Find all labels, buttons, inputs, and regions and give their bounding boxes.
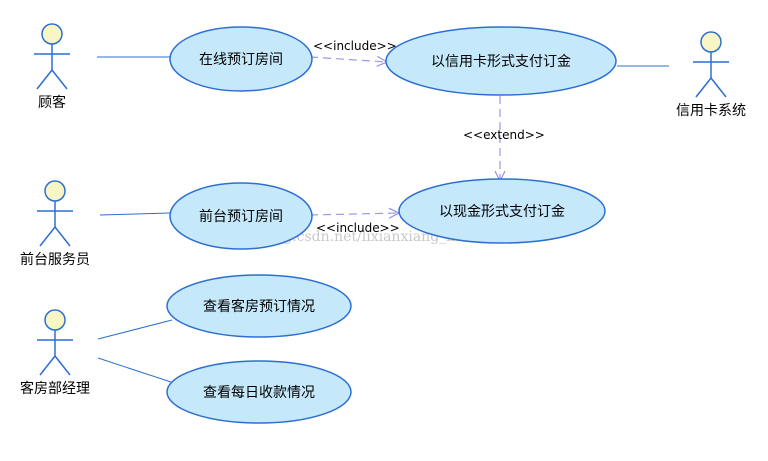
actor-customer[interactable]: 顾客: [34, 23, 70, 111]
association-manager-view-bookings: [97, 319, 173, 340]
include-label-mid: <<include>>: [316, 221, 400, 235]
association-manager-view-income: [97, 357, 175, 384]
actor-room-manager-label: 客房部经理: [20, 380, 90, 397]
actor-front-desk-figure-icon: [37, 180, 73, 247]
use-case-pay-cash-label: 以现金形式支付订金: [439, 204, 565, 220]
use-case-front-booking-label: 前台预订房间: [199, 208, 283, 225]
use-case-online-booking[interactable]: 在线预订房间: [169, 26, 313, 92]
include-label-top: <<include>>: [313, 39, 397, 53]
actor-credit-system-label: 信用卡系统: [676, 103, 746, 119]
associations: [97, 56, 669, 384]
include-arrow-mid: [309, 213, 399, 215]
use-case-pay-credit[interactable]: 以信用卡形式支付订金: [385, 26, 617, 96]
use-case-online-booking-label: 在线预订房间: [199, 52, 283, 68]
include-arrow-top: [309, 57, 387, 62]
dependencies: [309, 57, 500, 215]
actor-room-manager-figure-icon: [37, 309, 73, 376]
use-case-view-income[interactable]: 查看每日收款情况: [166, 360, 352, 424]
actor-credit-system[interactable]: 信用卡系统: [676, 31, 746, 119]
actor-customer-label: 顾客: [38, 94, 66, 111]
use-case-pay-cash[interactable]: 以现金形式支付订金: [398, 178, 606, 244]
use-case-front-booking[interactable]: 前台预订房间: [169, 182, 313, 250]
association-front-desk-front-booking: [99, 212, 171, 216]
use-case-pay-credit-label: 以信用卡形式支付订金: [431, 54, 571, 70]
use-case-view-income-label: 查看每日收款情况: [203, 385, 315, 401]
actor-credit-system-figure-icon: [693, 31, 729, 98]
actor-customer-figure-icon: [34, 23, 70, 90]
actor-front-desk-label: 前台服务员: [20, 251, 90, 268]
extend-label: <<extend>>: [463, 128, 545, 142]
use-case-view-bookings[interactable]: 查看客房预订情况: [166, 274, 352, 338]
actor-room-manager[interactable]: 客房部经理: [20, 309, 90, 397]
actor-front-desk[interactable]: 前台服务员: [20, 180, 90, 268]
use-case-view-bookings-label: 查看客房预订情况: [203, 298, 315, 315]
